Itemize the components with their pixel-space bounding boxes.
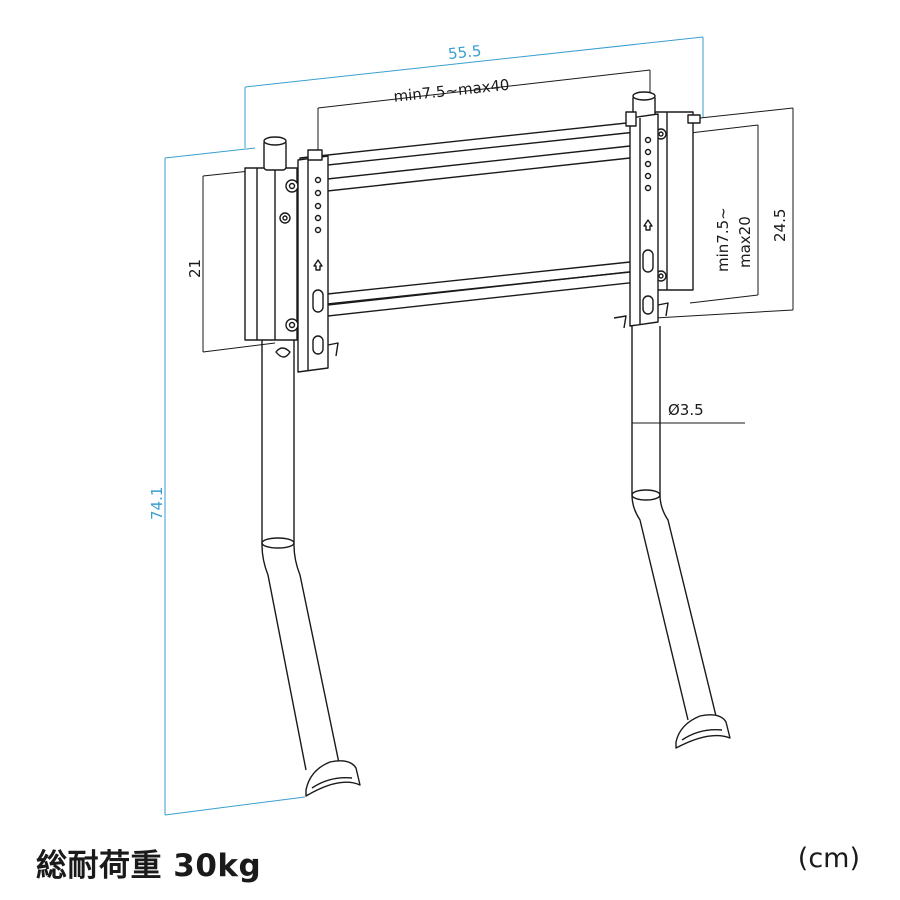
label-overall-width: 55.5 [447, 42, 482, 63]
label-vesa-vertical-line1: min7.5~ [714, 207, 732, 272]
label-overall-height: 74.1 [148, 487, 166, 520]
label-vesa-vertical-line2: max20 [736, 216, 754, 268]
left-post [244, 136, 299, 358]
dimension-overall-width [244, 36, 704, 148]
label-bracket-height-right: 24.5 [771, 209, 789, 242]
dimension-vesa-vertical [689, 124, 759, 304]
right-mount-bracket [613, 111, 669, 329]
label-tube-diameter: Ø3.5 [668, 401, 704, 419]
left-mount-bracket [297, 149, 339, 373]
stand-structure [244, 91, 731, 797]
label-bracket-height-left: 21 [186, 259, 204, 278]
unit-label: (cm) [797, 843, 860, 874]
dimension-bracket-height-left [202, 170, 276, 353]
right-leg [631, 326, 731, 749]
left-leg [261, 340, 361, 797]
label-vesa-horizontal: min7.5~max40 [393, 76, 511, 106]
dimension-bracket-height-right [654, 107, 794, 319]
load-capacity-label: 総耐荷重 30kg [36, 848, 262, 884]
dimension-overall-height [164, 147, 306, 816]
